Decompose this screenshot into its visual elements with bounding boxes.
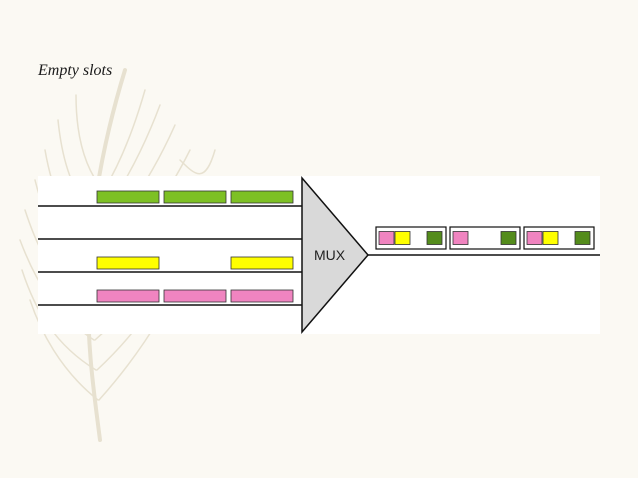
frame-slot-dark-green [500, 231, 517, 245]
frame-slot-dark-green [426, 231, 443, 245]
slide-title: Empty slots [38, 62, 113, 79]
mux-diagram: MUX [38, 176, 600, 334]
mux-shape [301, 176, 369, 334]
output-frames-group [375, 226, 595, 250]
slot-yellow [230, 256, 294, 270]
slot-pink [230, 289, 294, 303]
slot-yellow [96, 256, 160, 270]
frame-slot-pink [378, 231, 395, 245]
slot-green [230, 190, 294, 204]
input-lines-group [38, 205, 302, 306]
slot-pink [96, 289, 160, 303]
frame-slot-pink [452, 231, 469, 245]
frame-slot-dark-green [574, 231, 591, 245]
mux-label: MUX [314, 247, 346, 263]
frame-slot-yellow [394, 231, 411, 245]
diagram-panel: MUX [38, 176, 600, 334]
slot-green [96, 190, 160, 204]
slot-green [163, 190, 227, 204]
input-slots-group [96, 190, 294, 303]
frame-slot-pink [526, 231, 543, 245]
slot-pink [163, 289, 227, 303]
frame-slot-yellow [542, 231, 559, 245]
